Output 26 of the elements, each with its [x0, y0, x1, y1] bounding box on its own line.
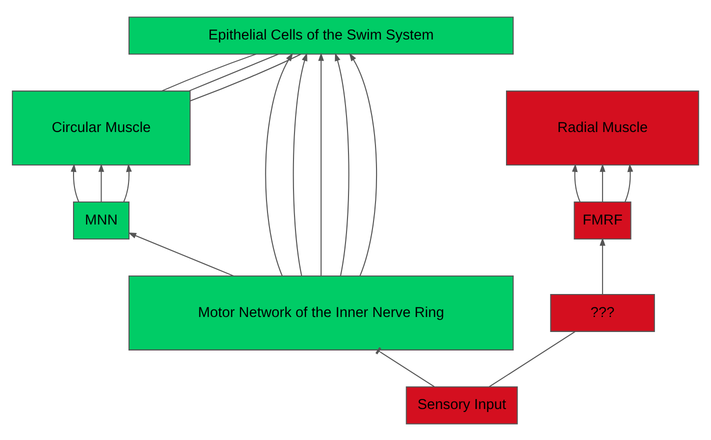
node-box: ???: [550, 293, 655, 332]
arrow: [600, 236, 606, 294]
arrow: [128, 232, 234, 276]
connector: [188, 53, 279, 92]
arrow: [98, 163, 104, 202]
arrow: [600, 163, 606, 202]
node-box: MNN: [73, 201, 130, 239]
arrow: [572, 163, 580, 202]
connector: [375, 346, 435, 387]
connector: [190, 53, 302, 101]
node-box: Epithelial Cells of the Swim System: [128, 16, 514, 54]
arrow: [265, 52, 294, 276]
node-box: FMRF: [574, 201, 632, 239]
arrow: [318, 52, 324, 276]
arrow: [123, 163, 132, 202]
arrow: [624, 163, 634, 202]
node-box: Sensory Input: [406, 386, 518, 424]
node-box: Motor Network of the Inner Nerve Ring: [128, 274, 514, 350]
arrow: [70, 163, 80, 202]
connector: [161, 53, 256, 92]
connector: [489, 330, 576, 387]
arrow: [334, 52, 350, 276]
arrow: [292, 52, 308, 276]
arrow: [349, 52, 377, 276]
node-box: Circular Muscle: [12, 90, 191, 166]
node-box: Radial Muscle: [506, 90, 700, 166]
